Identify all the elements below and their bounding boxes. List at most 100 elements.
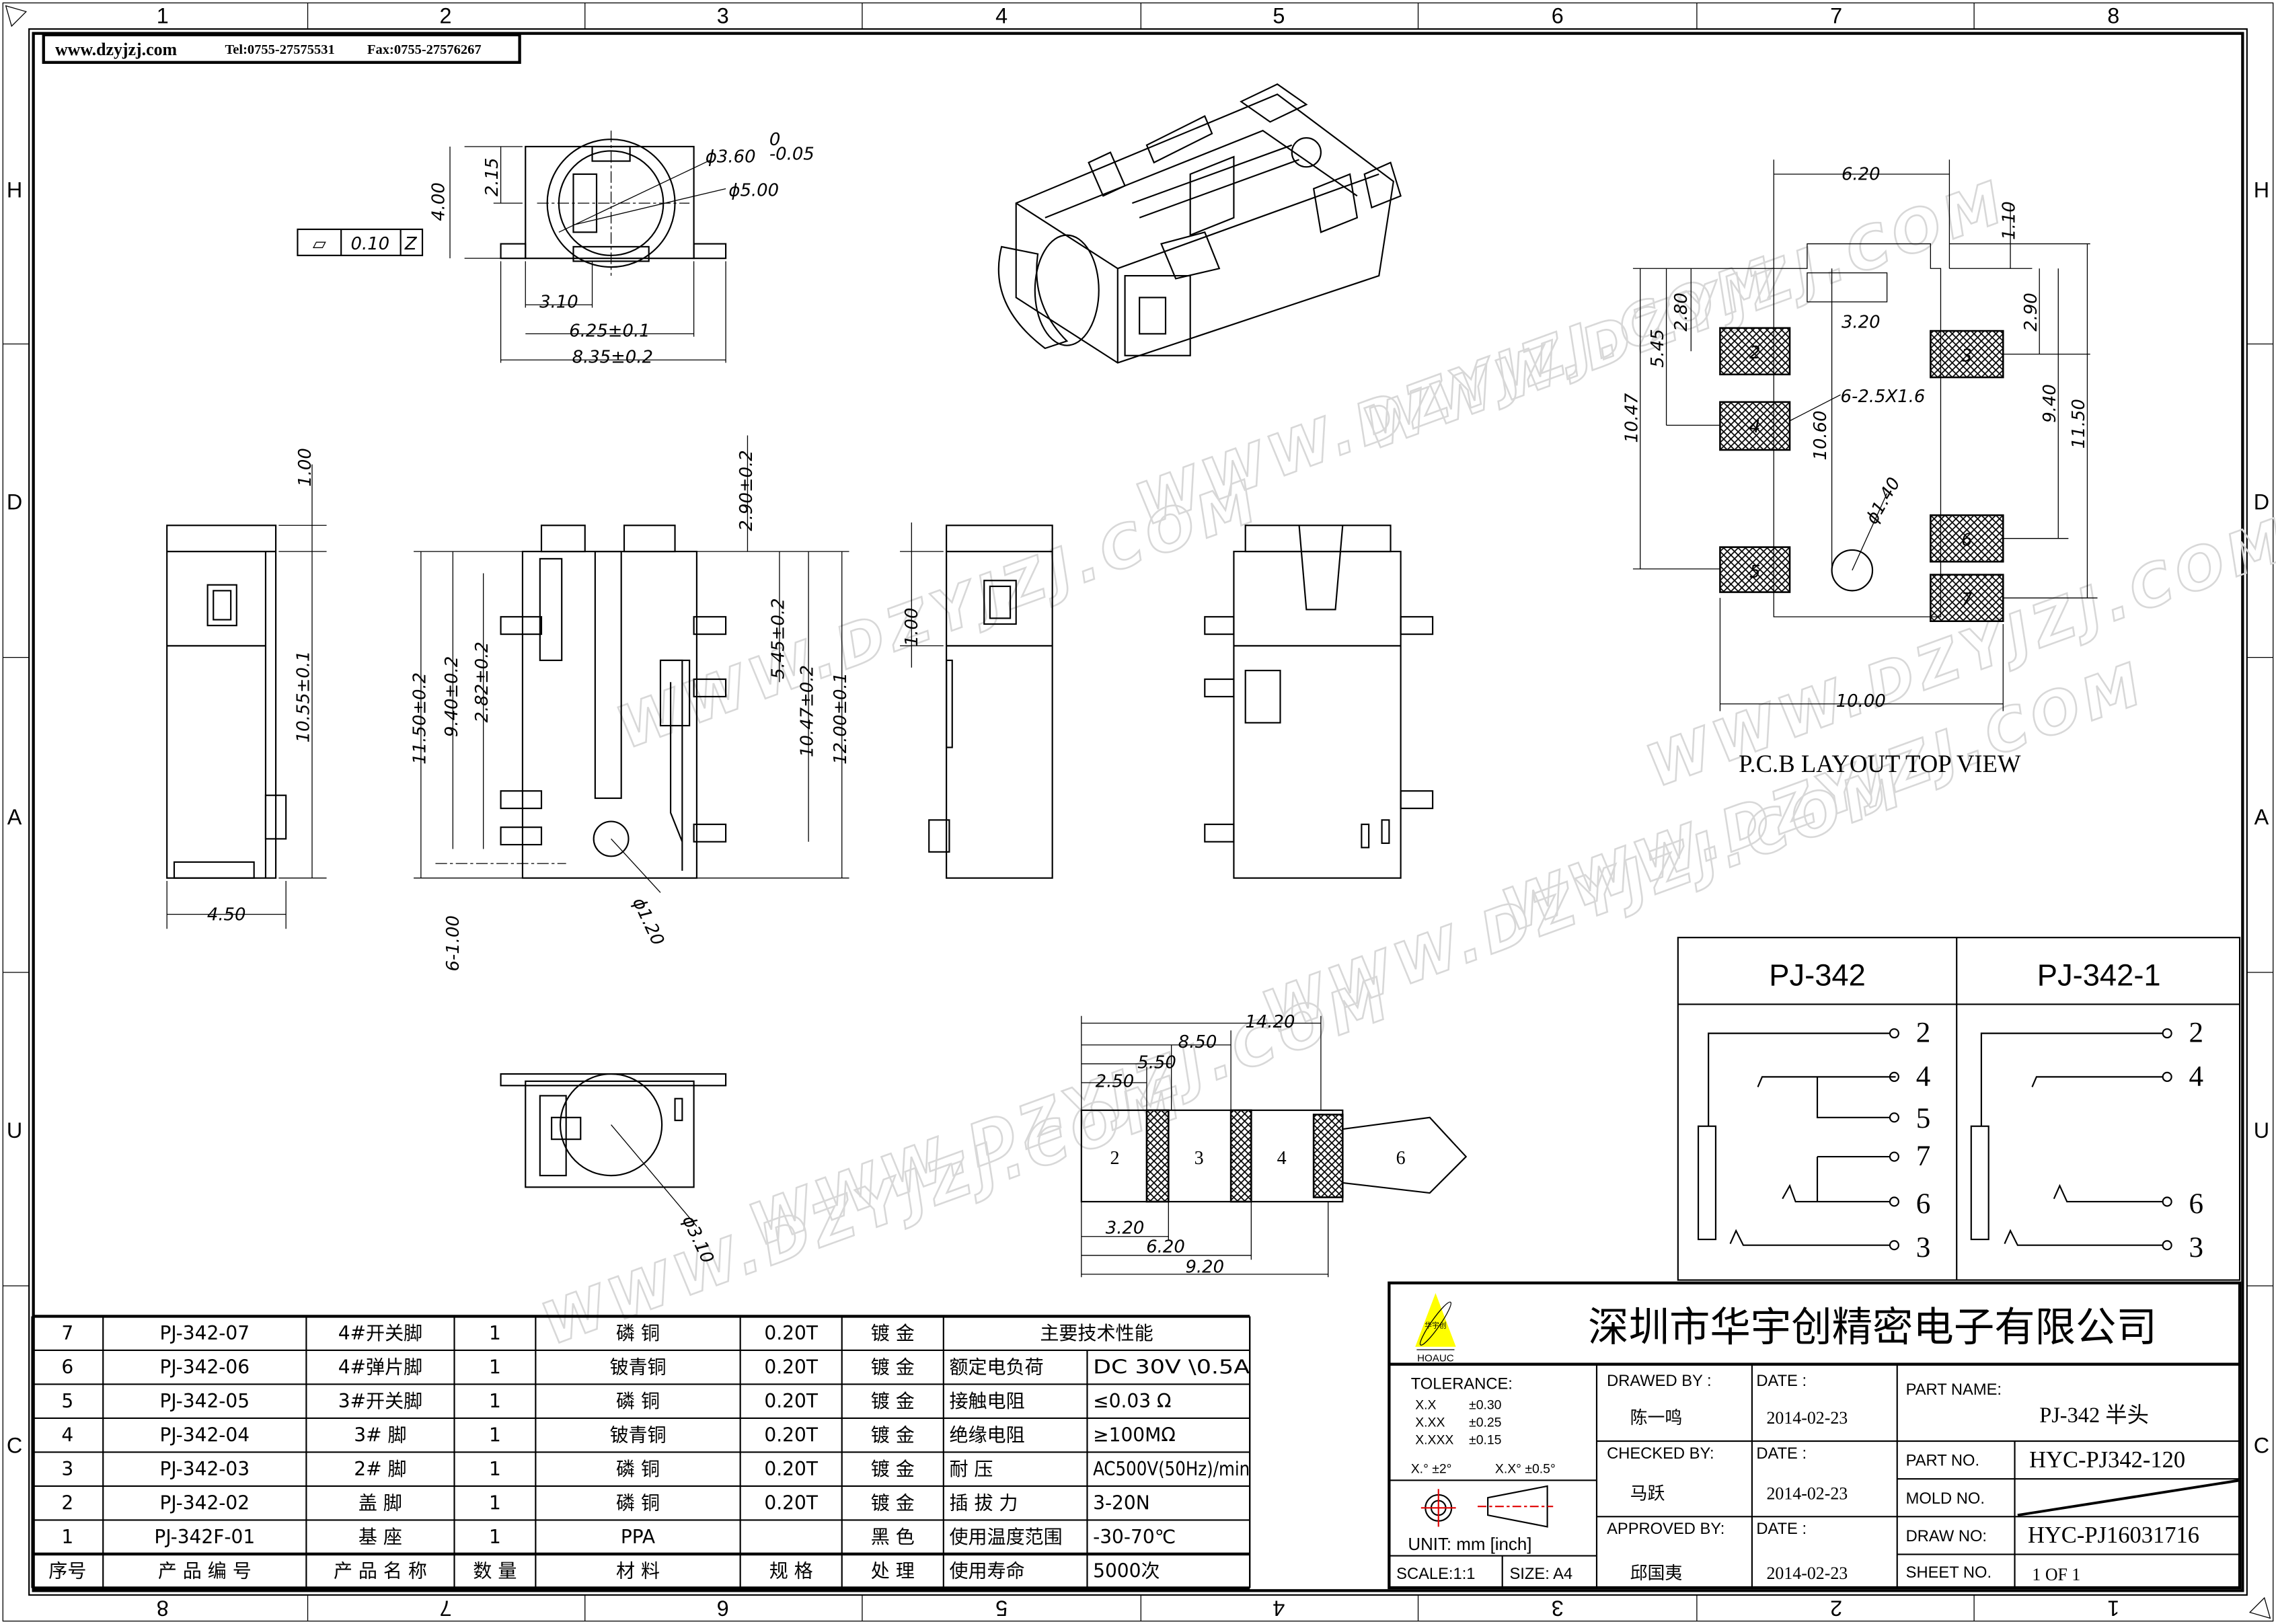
bom-cell-treatment: 处 理 [871, 1559, 915, 1582]
bom-cell-spec: 0.20T [764, 1322, 818, 1344]
website-link[interactable]: www.dzyjzj.com [55, 40, 178, 59]
bom-cell-perf-label: 主要技术性能 [1040, 1322, 1153, 1344]
bom-cell-no: 2 [61, 1492, 73, 1514]
scale-label: SCALE:1:1 [1396, 1565, 1475, 1583]
bom-cell-qty: 1 [489, 1458, 501, 1480]
drawed-by-name: 陈一鸣 [1630, 1408, 1683, 1428]
bom-cell-material: 材 料 [616, 1559, 660, 1582]
dim-6-20: 6.20 [1146, 1237, 1185, 1258]
pcb-dim-10-00: 10.00 [1836, 691, 1886, 711]
bom-cell-spec: 规 格 [769, 1559, 813, 1582]
pcb-pad-label-2: 2 [1749, 343, 1760, 363]
bom-cell-no: 1 [61, 1526, 73, 1548]
plug-segment-6: 6 [1396, 1148, 1406, 1169]
bom-cell-perf-label: 使用寿命 [949, 1559, 1024, 1582]
side-view-right: 1.00 [900, 522, 1053, 879]
schematic-pin-2: 2 [2189, 1017, 2204, 1049]
logo-brand: HOAUC [1417, 1352, 1454, 1364]
grid-row-c-right: C [2254, 1433, 2269, 1457]
dim-phi-5-00: ϕ5.00 [728, 180, 779, 200]
dim-1-00: 1.00 [295, 448, 315, 487]
grid-row-h-right: H [2254, 178, 2269, 202]
bom-cell-material: 磷 铜 [616, 1458, 660, 1480]
grid-col-3: 3 [717, 4, 729, 28]
bom-cell-no: 3 [61, 1458, 73, 1480]
checked-date: 2014-02-23 [1766, 1483, 1848, 1503]
schematic-model-pj-342: PJ-342 [1769, 958, 1866, 992]
bom-cell-spec: 0.20T [764, 1356, 818, 1378]
checked-by-label: CHECKED BY: [1607, 1445, 1714, 1463]
grid-col-1: 1 [157, 4, 169, 28]
bom-cell-perf-value: DC 30V \0.5A [1093, 1356, 1250, 1378]
dim-2-50: 2.50 [1096, 1071, 1135, 1091]
bom-cell-material: 铍青铜 [609, 1356, 666, 1378]
bottom-view: ϕ3.10 [500, 1073, 727, 1267]
dim-5-45: 5.45±0.2 [768, 598, 788, 679]
dim-12-00: 12.00±0.1 [831, 672, 851, 765]
grid-col-6-bottom: 6 [717, 1596, 729, 1620]
pcb-pad-label-6: 6 [1961, 530, 1972, 550]
bom-cell-treatment: 镀 金 [871, 1356, 915, 1378]
dim-10-47: 10.47±0.2 [798, 665, 818, 757]
projection-symbol-icon [1420, 1485, 1554, 1528]
dim-14-20: 14.20 [1245, 1012, 1295, 1032]
pcb-pad-label-3: 3 [1961, 346, 1972, 366]
approved-date: 2014-02-23 [1766, 1563, 1848, 1583]
bom-cell-material: 磷 铜 [616, 1322, 660, 1344]
schematic-pin-4: 4 [2189, 1060, 2204, 1092]
bom-cell-no: 序号 [48, 1559, 86, 1582]
pcb-pad-label-7: 7 [1961, 590, 1973, 610]
bom-cell-no: 6 [61, 1356, 73, 1378]
date-label: DATE : [1756, 1372, 1807, 1390]
bom-cell-treatment: 镀 金 [871, 1424, 915, 1446]
dim-11-50: 11.50±0.2 [410, 672, 430, 765]
approved-by-label: APPROVED BY: [1607, 1520, 1724, 1538]
dim-phi-3-60-upper-tol: 0 [769, 130, 780, 150]
bom-cell-material: 磷 铜 [616, 1390, 660, 1412]
flatness-icon: ⏥ [313, 235, 326, 254]
dim-2-82: 2.82±0.2 [472, 642, 492, 722]
bom-cell-code: PJ-342-05 [159, 1390, 250, 1412]
bom-cell-qty: 1 [489, 1322, 501, 1344]
bom-cell-material: PPA [621, 1526, 655, 1548]
dim-9-20: 9.20 [1185, 1258, 1224, 1278]
bom-cell-qty: 1 [489, 1492, 501, 1514]
part-no: HYC-PJ342-120 [2029, 1447, 2185, 1473]
bom-cell-name: 2# 脚 [354, 1458, 406, 1480]
grid-col-8: 8 [2107, 4, 2119, 28]
grid-row-d-right: D [2254, 490, 2269, 514]
grid-col-4-bottom: 4 [1273, 1596, 1285, 1620]
bom-cell-qty: 1 [489, 1424, 501, 1446]
grid-col-6: 6 [1552, 4, 1564, 28]
dim-5-50: 5.50 [1137, 1052, 1176, 1073]
date-label: DATE : [1756, 1445, 1807, 1463]
tolerance-label: TOLERANCE: [1411, 1375, 1513, 1393]
grid-col-7: 7 [1830, 4, 1842, 28]
grid-row-a-right: A [2254, 805, 2269, 829]
pcb-dim-11-50: 11.50 [2069, 399, 2089, 449]
schematic-pin-7: 7 [1916, 1140, 1931, 1172]
bom-cell-no: 7 [61, 1322, 73, 1344]
grid-col-1-bottom: 1 [2107, 1596, 2119, 1620]
dim-6-1-00: 6-1.00 [443, 915, 463, 971]
bom-cell-name: 4#开关脚 [338, 1322, 423, 1344]
drawed-date: 2014-02-23 [1766, 1408, 1848, 1428]
bom-cell-perf-label: 额定电负荷 [949, 1356, 1043, 1378]
schematic-table: PJ-342 PJ-342-1 2 4 5 7 6 3 2 4 6 3 [1677, 937, 2241, 1281]
grid-col-3-bottom: 3 [1552, 1596, 1564, 1620]
tolerance-val: ±0.15 [1469, 1432, 1501, 1447]
tel-text: Tel:0755-27575531 [225, 42, 335, 57]
bom-cell-name: 产 品 名 称 [334, 1559, 427, 1582]
approved-by-name: 邱国夷 [1630, 1563, 1683, 1584]
bom-cell-code: PJ-342-02 [159, 1492, 250, 1514]
bom-cell-qty: 1 [489, 1356, 501, 1378]
bom-cell-spec: 0.20T [764, 1424, 818, 1446]
pcb-dim-5-45: 5.45 [1648, 329, 1668, 368]
bom-cell-spec: 0.20T [764, 1458, 818, 1480]
